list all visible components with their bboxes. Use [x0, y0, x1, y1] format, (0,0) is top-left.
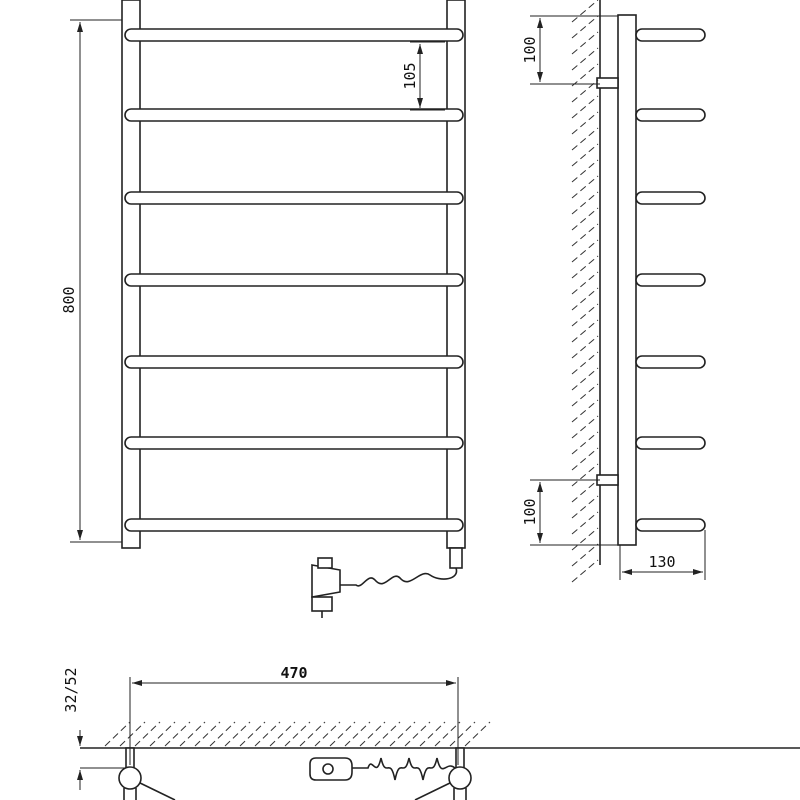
wall-hatch [179, 721, 206, 747]
wall-hatch [224, 721, 251, 747]
bar-spacing-label: 105 [401, 62, 419, 89]
wall-hatch [571, 159, 599, 183]
wall-hatch [571, 191, 599, 215]
wall-hatch [571, 239, 599, 263]
wall-hatch [571, 63, 599, 87]
wall-hatch [571, 559, 599, 583]
wall-hatch [571, 95, 599, 119]
wall-hatch [571, 287, 599, 311]
wall-hatch [164, 721, 191, 747]
wall-hatch [571, 447, 599, 471]
towel-bar-side [635, 436, 706, 450]
towel-bar [124, 355, 464, 369]
wall-hatch [374, 721, 401, 747]
wall-hatch [104, 721, 131, 747]
dimension-bar-spacing: 105 [401, 41, 445, 111]
dimension-bottom-mount: 100 [521, 479, 618, 546]
dimension-wall-gap: 32/52 [62, 667, 83, 790]
wall-hatch [404, 721, 431, 747]
side-view [571, 0, 706, 583]
wall-hatch [571, 143, 599, 167]
towel-bar [124, 518, 464, 532]
wall-hatch [571, 207, 599, 231]
wall-hatch [119, 721, 146, 747]
wall-hatch [571, 175, 599, 199]
dimension-height: 800 [60, 19, 122, 543]
power-cable-plug [311, 547, 463, 618]
wall-hatch [571, 271, 599, 295]
towel-bar-side [635, 28, 706, 42]
wall-hatch [571, 31, 599, 55]
towel-bar [124, 191, 464, 205]
wall-hatch [571, 431, 599, 455]
towel-bar-side [635, 273, 706, 287]
wall-hatch [571, 527, 599, 551]
wall-hatch [314, 721, 341, 747]
wall-hatch [571, 415, 599, 439]
wall-hatch [571, 0, 599, 23]
width-label: 470 [280, 664, 307, 682]
towel-bar-side [635, 355, 706, 369]
wall-hatch [571, 111, 599, 135]
wall-hatch [571, 319, 599, 343]
wall-hatch [239, 721, 266, 747]
wall-hatch [419, 721, 446, 747]
wall-hatch [209, 721, 236, 747]
towel-bar-side [635, 108, 706, 122]
height-label: 800 [60, 286, 78, 313]
top-mount-label: 100 [521, 36, 539, 63]
depth-label: 130 [648, 553, 675, 571]
bottom-mount-label: 100 [521, 498, 539, 525]
wall-hatch [194, 721, 221, 747]
dimension-top-mount: 100 [521, 15, 618, 85]
wall-hatch [571, 351, 599, 375]
wall-hatch [254, 721, 281, 747]
wall-hatch [464, 721, 491, 747]
wall-hatch [571, 511, 599, 535]
wall-hatch [329, 721, 356, 747]
towel-bar-side [635, 518, 706, 532]
wall-hatch [149, 721, 176, 747]
towel-bar [124, 436, 464, 450]
top-view [80, 721, 800, 800]
wall-hatch [359, 721, 386, 747]
wall-hatch [571, 47, 599, 71]
wall-hatch [571, 335, 599, 359]
wall-hatch [571, 463, 599, 487]
wall-hatch [571, 479, 599, 503]
dimension-width: 470 [129, 664, 459, 765]
wall-hatch [571, 15, 599, 39]
wall-hatch [434, 721, 461, 747]
wall-gap-label: 32/52 [62, 667, 80, 712]
wall-hatch [571, 223, 599, 247]
wall-hatch [571, 399, 599, 423]
dimension-depth: 130 [619, 530, 706, 580]
wall-hatch [284, 721, 311, 747]
wall-hatch [571, 127, 599, 151]
wall-hatch [571, 367, 599, 391]
towel-bar [124, 28, 464, 42]
towel-bar [124, 273, 464, 287]
wall-hatch [571, 255, 599, 279]
wall-hatch [571, 543, 599, 567]
towel-bar [124, 108, 464, 122]
wall-hatch [571, 495, 599, 519]
wall-hatch [571, 383, 599, 407]
towel-bar-side [635, 191, 706, 205]
wall-hatch [134, 721, 161, 747]
wall-hatch [299, 721, 326, 747]
wall-hatch [344, 721, 371, 747]
wall-hatch [269, 721, 296, 747]
wall-hatch [449, 721, 476, 747]
wall-hatch [571, 303, 599, 327]
wall-hatch [389, 721, 416, 747]
